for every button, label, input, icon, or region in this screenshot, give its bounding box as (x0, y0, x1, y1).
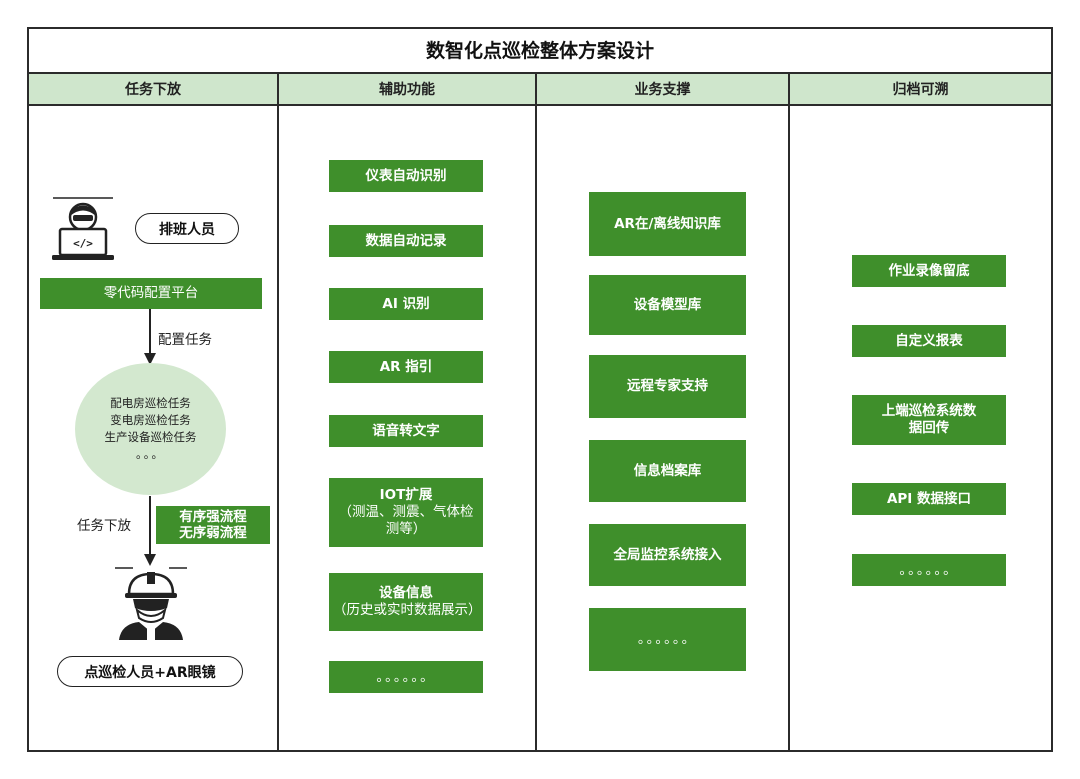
column-header-task: 任务下放 (29, 74, 277, 104)
task-type-item: 变电房巡检任务 (110, 413, 191, 427)
aux-function-box: 。。。。。。 (329, 661, 483, 693)
task-type-item: 生产设备巡检任务 (104, 430, 197, 444)
inspector-helmet-icon (115, 567, 187, 640)
aux-function-detail: （测温、测震、气体检测等） (338, 504, 474, 537)
diagram-title: 数智化点巡检整体方案设计 (27, 27, 1053, 74)
support-box: 远程专家支持 (589, 355, 746, 418)
column-divider (788, 74, 790, 752)
column-header-archive: 归档可溯 (790, 74, 1051, 104)
support-box: 设备模型库 (589, 275, 746, 335)
dispatch-task-label: 任务下放 (77, 518, 131, 534)
archive-box: 上端巡检系统数据回传 (852, 395, 1006, 445)
support-box: 。。。。。。 (589, 608, 746, 671)
aux-function-title: 设备信息 (379, 585, 433, 601)
flow-type-item: 无序弱流程 (179, 525, 247, 541)
task-types-ellipse: 配电房巡检任务 变电房巡检任务 生产设备巡检任务 。。。 (75, 363, 226, 495)
laptop-code-label: </> (73, 237, 93, 250)
scheduler-laptop-icon: </> (52, 197, 114, 260)
inspector-pill: 点巡检人员+AR眼镜 (57, 656, 243, 687)
aux-function-box: 仪表自动识别 (329, 160, 483, 192)
column-header-row: 任务下放 辅助功能 业务支撑 归档可溯 (27, 74, 1053, 106)
archive-box: 。。。。。。 (852, 554, 1006, 586)
aux-function-box: AR 指引 (329, 351, 483, 383)
column-divider (277, 74, 279, 752)
aux-function-box: 语音转文字 (329, 415, 483, 447)
aux-function-detail: （历史或实时数据展示） (333, 602, 482, 618)
zero-code-platform-box: 零代码配置平台 (40, 278, 262, 309)
aux-function-box: IOT扩展 （测温、测震、气体检测等） (329, 478, 483, 547)
support-box: 信息档案库 (589, 440, 746, 502)
support-box: 全局监控系统接入 (589, 524, 746, 586)
aux-function-box: 设备信息 （历史或实时数据展示） (329, 573, 483, 631)
task-type-item: 配电房巡检任务 (110, 396, 191, 410)
column-divider (535, 74, 537, 752)
column-header-support: 业务支撑 (537, 74, 788, 104)
archive-box: 作业录像留底 (852, 255, 1006, 287)
flow-type-item: 有序强流程 (179, 509, 247, 525)
configure-task-label: 配置任务 (158, 332, 212, 348)
column-header-aux: 辅助功能 (279, 74, 535, 104)
archive-box: API 数据接口 (852, 483, 1006, 515)
task-type-item: 。。。 (136, 447, 165, 461)
archive-box: 自定义报表 (852, 325, 1006, 357)
aux-function-title: IOT扩展 (379, 487, 433, 503)
diagram-frame (27, 27, 1053, 752)
flow-types-box: 有序强流程 无序弱流程 (156, 506, 270, 544)
configure-arrow (144, 309, 156, 365)
aux-function-box: AI 识别 (329, 288, 483, 320)
aux-function-box: 数据自动记录 (329, 225, 483, 257)
scheduler-pill: 排班人员 (135, 213, 239, 244)
dispatch-arrow (144, 496, 156, 566)
support-box: AR在/离线知识库 (589, 192, 746, 256)
